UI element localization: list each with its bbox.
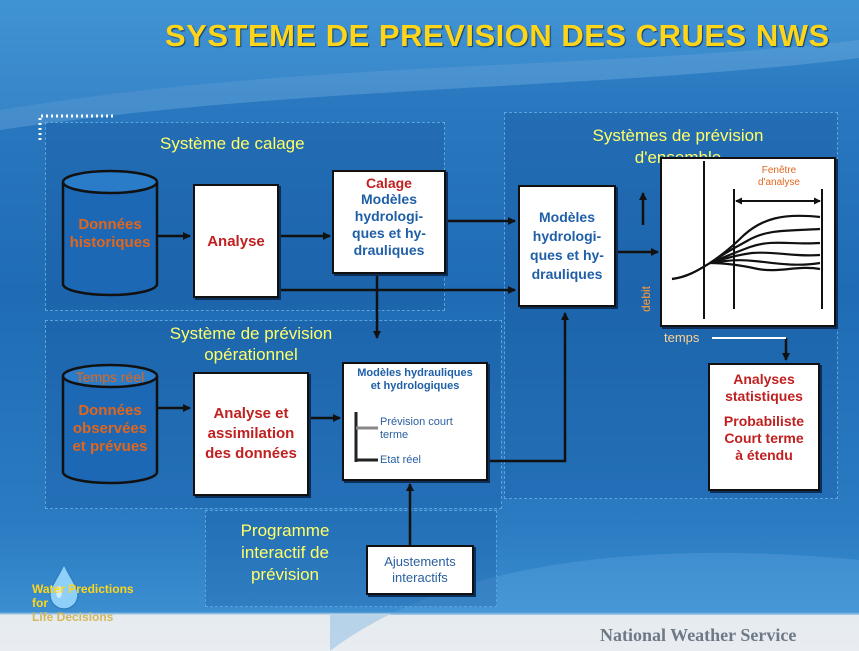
ensemble-hydrograph	[671, 161, 823, 319]
interactive-program-label: Programme interactif de prévision	[215, 520, 355, 586]
historical-data-label-2: historiques	[69, 234, 151, 251]
analysis-window-label: Fenêtre d'analyse	[758, 165, 800, 189]
short-term-forecast-1: Prévision court	[380, 416, 453, 428]
time-axis-label: temps	[664, 330, 700, 345]
logo-line-3: Life Decisions	[32, 610, 114, 624]
observed-data-label: Données observées et prévues	[62, 402, 158, 456]
analysis-window-label-2: d'analyse	[758, 177, 800, 188]
adjustments-line-2: interactifs	[392, 570, 448, 585]
calage-models-text: Modèles hydrologi- ques et hy- draulique…	[334, 191, 444, 259]
operational-models-title-2: et hydrologiques	[370, 380, 460, 392]
adjustments-box: Ajustements interactifs	[366, 545, 474, 595]
nws-logo-text: Water Predictions for Life Decisions	[32, 582, 134, 624]
analyse-box: Analyse	[193, 184, 279, 298]
ensemble-models-text: Modèles hydrologi- ques et hy- draulique…	[530, 208, 604, 284]
water-drop-icon	[49, 562, 79, 610]
statistics-line-1: Analyses	[733, 371, 795, 387]
observed-data-cylinder	[61, 363, 159, 485]
assimilation-line-3: des données	[205, 445, 297, 462]
historical-data-label-1: Données	[78, 216, 142, 233]
operational-models-title-1: Modèles hydrauliques	[357, 367, 473, 379]
operational-models-box: Modèles hydrauliques et hydrologiques Pr…	[342, 362, 488, 481]
interactive-program-label-1: Programme	[240, 521, 330, 540]
ensemble-models-line-2: hydrologi-	[532, 228, 602, 244]
slide-title: SYSTEME DE PREVISION DES CRUES NWS	[165, 18, 830, 53]
statistics-line-2: statistiques	[725, 388, 803, 404]
logo-line-1: Water Predictions	[32, 582, 134, 596]
interactive-program-label-3: prévision	[250, 565, 320, 584]
statistics-line-4: Court terme	[724, 430, 804, 446]
observed-data-label-1: Données	[78, 402, 142, 419]
calage-line-4: drauliques	[353, 242, 425, 258]
statistics-title: Analyses statistiques	[710, 371, 818, 405]
operational-system-label-2: opérationnel	[204, 345, 298, 364]
operational-models-title: Modèles hydrauliques et hydrologiques	[344, 367, 486, 393]
calage-line-3: ques et hy-	[352, 225, 426, 241]
ensemble-models-line-3: ques et hy-	[530, 247, 604, 263]
real-state-label: Etat réel	[380, 454, 421, 466]
assimilation-box: Analyse et assimilation des données	[193, 372, 309, 496]
footer-credit: National Weather Service	[600, 625, 797, 645]
ensemble-system-label-1: Systèmes de prévision	[592, 126, 764, 145]
analyse-label: Analyse	[207, 232, 265, 250]
calage-title: Calage	[366, 175, 412, 191]
analysis-window-label-1: Fenêtre	[761, 165, 797, 176]
short-term-forecast: Prévision court terme	[380, 416, 453, 442]
calage-line-1: Modèles	[360, 191, 417, 207]
short-term-forecast-2: terme	[380, 429, 409, 441]
statistics-range: Probabiliste Court terme à étendu	[710, 413, 818, 464]
ensemble-models-line-4: drauliques	[531, 266, 603, 282]
adjustments-text: Ajustements interactifs	[384, 554, 456, 586]
calage-line-2: hydrologi-	[354, 208, 424, 224]
ensemble-graph-box: Fenêtre d'analyse	[660, 157, 836, 327]
logo-line-2: for	[32, 596, 48, 610]
statistics-line-3: Probabiliste	[723, 413, 805, 429]
assimilation-line-1: Analyse et	[213, 405, 289, 422]
statistics-box: Analyses statistiques Probabiliste Court…	[708, 363, 820, 491]
calibration-models-box: Calage Modèles hydrologi- ques et hy- dr…	[332, 170, 446, 274]
flow-axis-label: debit	[639, 285, 653, 312]
historical-data-label: Données historiques	[62, 216, 158, 252]
realtime-header: Temps réel	[75, 369, 145, 385]
assimilation-text: Analyse et assimilation des données	[205, 404, 297, 464]
ensemble-models-line-1: Modèles	[538, 209, 595, 225]
observed-data-label-3: et prévues	[72, 438, 148, 455]
ensemble-models-box: Modèles hydrologi- ques et hy- draulique…	[518, 185, 616, 307]
operational-system-label-1: Système de prévision	[169, 324, 333, 343]
historical-data-cylinder	[61, 169, 159, 297]
forecast-branch-lines	[354, 412, 378, 462]
calibration-system-label: Système de calage	[160, 134, 305, 153]
adjustments-line-1: Ajustements	[384, 554, 456, 569]
statistics-line-5: à étendu	[735, 447, 793, 463]
interactive-program-label-2: interactif de	[241, 543, 329, 562]
assimilation-line-2: assimilation	[207, 425, 295, 442]
observed-data-label-2: observées	[72, 420, 148, 437]
